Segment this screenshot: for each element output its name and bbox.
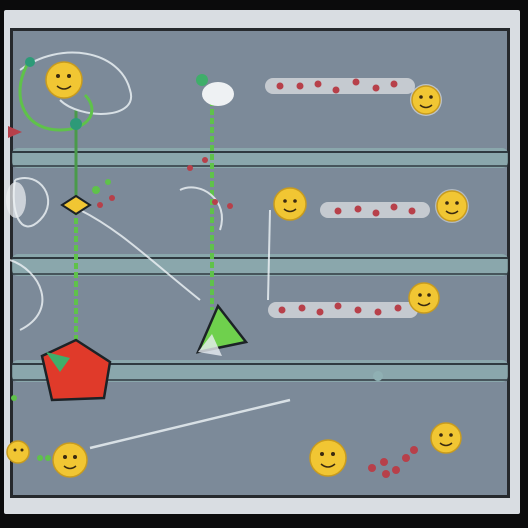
- nodes: [6, 57, 234, 218]
- swirl-5: [267, 209, 271, 301]
- smiley-face-icon: [410, 84, 442, 116]
- smileys: [6, 61, 469, 478]
- smiley-face-icon: [45, 61, 83, 99]
- swirl-4: [89, 398, 291, 450]
- bead-chain-5: [97, 157, 233, 209]
- bead-chains: [97, 78, 430, 478]
- green-arrow-icon: [195, 303, 249, 356]
- swirls: [9, 51, 291, 450]
- node-icon: [202, 82, 234, 106]
- swirl-1: [19, 51, 133, 115]
- red-arrow-icon: [40, 338, 112, 402]
- stalks: [74, 100, 214, 350]
- swirl-3: [79, 209, 201, 301]
- smiley-face-icon: [435, 189, 469, 223]
- green-dots: [11, 179, 383, 461]
- smiley-face-icon: [273, 187, 307, 221]
- node-icon: [60, 194, 92, 216]
- node-icon: [25, 57, 35, 67]
- bead-chain-2: [320, 202, 430, 218]
- smiley-face-icon: [408, 282, 440, 314]
- swirl-7: [9, 259, 44, 331]
- node-icon: [70, 118, 82, 130]
- bead-chain-1: [265, 78, 415, 94]
- bead-chain-4: [368, 446, 418, 478]
- bead-chain-3: [268, 302, 418, 318]
- node-icon: [8, 126, 22, 138]
- green-loop: [18, 59, 94, 132]
- smiley-face-icon: [52, 442, 88, 478]
- rail-3: [12, 360, 508, 382]
- smiley-face-icon: [309, 439, 347, 477]
- smiley-face-icon: [6, 440, 30, 464]
- smiley-face-icon: [430, 422, 462, 454]
- node-icon: [6, 182, 26, 218]
- rail-2: [12, 254, 508, 276]
- swirl-6: [179, 186, 223, 231]
- node-icon: [196, 74, 208, 86]
